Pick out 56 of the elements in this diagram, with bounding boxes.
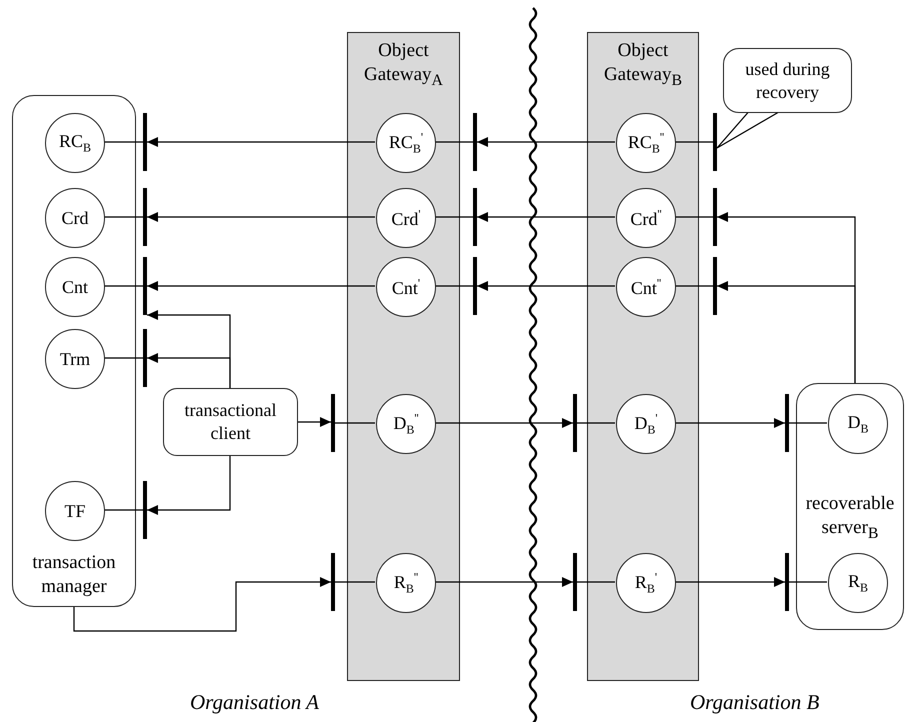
arrow — [298, 417, 331, 427]
arrow — [477, 281, 615, 291]
interface-bar — [473, 188, 477, 246]
interface-bar — [573, 553, 577, 611]
rounded-panel — [12, 95, 136, 607]
interface-bar — [785, 394, 789, 452]
organisation-label: Organisation B — [690, 690, 820, 715]
object-circle: Crd$^{''}$ — [616, 188, 676, 248]
arrow — [435, 418, 573, 428]
speech-bubble: used during recovery — [723, 48, 852, 113]
interface-bar — [713, 188, 717, 246]
panel-label: Object Gateway$_{B}$ — [602, 39, 684, 91]
interface-bar — [143, 481, 147, 539]
gateway-column — [587, 32, 699, 681]
interface-bar — [143, 257, 147, 315]
arrow — [717, 281, 856, 383]
interface-bar — [713, 257, 717, 315]
interface-bar — [143, 188, 147, 246]
object-circle: Cnt$^{'}$ — [376, 257, 436, 317]
object-circle: Crd — [45, 188, 105, 248]
arrow — [147, 137, 375, 147]
gateway-column — [347, 32, 460, 681]
interface-bar — [331, 394, 335, 452]
callout-tail — [716, 112, 779, 149]
arrow — [675, 577, 785, 587]
panel-label: recoverable server$_{B}$ — [804, 492, 896, 544]
arrow — [73, 577, 331, 632]
object-circle: R$_{B}$ — [828, 553, 888, 613]
arrow — [435, 577, 573, 587]
object-circle: Cnt — [45, 257, 105, 317]
arrow — [147, 456, 231, 515]
interface-bar — [473, 257, 477, 315]
organisation-label: Organisation A — [190, 690, 319, 715]
interface-bar — [331, 553, 335, 611]
panel-label: Object Gateway$_{A}$ — [363, 39, 444, 91]
arrow — [675, 418, 785, 428]
arrow — [147, 353, 231, 388]
rounded-panel — [796, 383, 904, 630]
panel-label: transaction manager — [31, 551, 117, 599]
process-box: transactional client — [163, 388, 298, 456]
arrow — [147, 281, 375, 291]
interface-bar — [473, 113, 477, 171]
arrow — [477, 212, 615, 222]
interface-bar — [143, 113, 147, 171]
object-circle: RC$_{B}$ — [45, 113, 105, 173]
interface-bar — [143, 329, 147, 387]
interface-bar — [785, 553, 789, 611]
interface-bar — [573, 394, 577, 452]
arrow — [477, 137, 615, 147]
object-circle: D$_{B}$ — [828, 394, 888, 454]
object-circle: Cnt$^{''}$ — [616, 257, 676, 317]
object-circle: Crd$^{'}$ — [376, 188, 436, 248]
object-circle: Trm — [45, 329, 105, 389]
object-circle: TF — [45, 481, 105, 541]
arrow — [147, 212, 375, 222]
interface-bar — [713, 113, 717, 171]
